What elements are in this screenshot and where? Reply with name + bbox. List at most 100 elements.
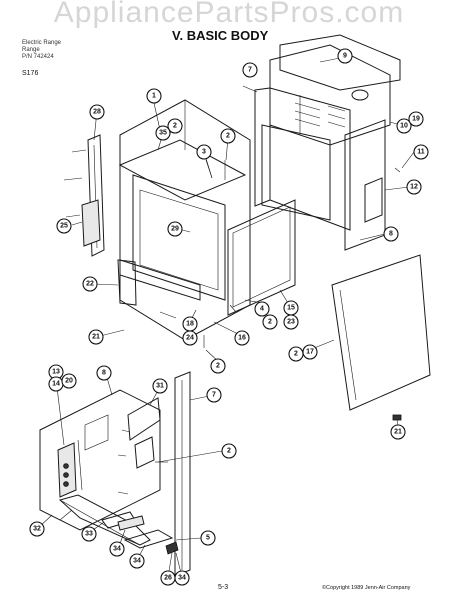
svg-text:32: 32 [33, 526, 41, 533]
hinge-parts [117, 515, 179, 555]
callout-24: 24 [182, 330, 198, 346]
callout-9: 9 [337, 48, 353, 64]
callout-2d: 2 [288, 346, 304, 362]
callout-35: 35 [155, 125, 171, 141]
callout-25: 25 [56, 218, 72, 234]
svg-text:7: 7 [212, 392, 216, 399]
svg-text:16: 16 [238, 335, 246, 342]
side-trim-vertical [174, 371, 191, 577]
callout-11: 11 [413, 144, 429, 160]
svg-text:2: 2 [268, 319, 272, 326]
copyright: ©Copyright 1989 Jenn-Air Company [322, 585, 411, 591]
svg-text:2: 2 [294, 351, 298, 358]
control-panel-back [39, 389, 161, 531]
svg-text:4: 4 [260, 306, 264, 313]
svg-text:17: 17 [306, 349, 314, 356]
svg-text:2: 2 [216, 363, 220, 370]
svg-text:21: 21 [92, 334, 100, 341]
svg-text:9: 9 [343, 53, 347, 60]
clip-fastener [392, 414, 402, 421]
callout-18: 18 [182, 316, 198, 332]
screws-lower [59, 429, 168, 521]
svg-text:26: 26 [164, 575, 172, 582]
svg-text:28: 28 [93, 109, 101, 116]
side-insulation-panel [331, 254, 431, 411]
header-line-1: Electric Range [22, 40, 62, 46]
callout-19: 19 [408, 111, 424, 127]
callout-34b: 34 [174, 570, 190, 586]
svg-text:35: 35 [159, 130, 167, 137]
callout-21a: 21 [88, 329, 104, 345]
callout-2a: 2 [167, 118, 183, 134]
callout-34a: 34 [129, 553, 145, 569]
callout-28: 28 [89, 104, 105, 120]
right-side-panel [344, 119, 386, 251]
svg-text:34: 34 [178, 575, 186, 582]
svg-text:5: 5 [206, 535, 210, 542]
svg-text:18: 18 [186, 321, 194, 328]
svg-text:21: 21 [394, 429, 402, 436]
svg-text:22: 22 [86, 281, 94, 288]
svg-text:10: 10 [400, 123, 408, 130]
side-panel [227, 199, 296, 316]
component-box [81, 199, 101, 247]
callout-17: 17 [302, 344, 318, 360]
bracket [127, 397, 161, 469]
svg-text:1: 1 [152, 93, 156, 100]
svg-text:14: 14 [52, 381, 60, 388]
callout-20: 20 [61, 373, 77, 389]
svg-text:11: 11 [417, 149, 425, 156]
callout-33: 34 [109, 541, 125, 557]
watermark: AppliancePartsPros.com [53, 0, 405, 29]
svg-text:20: 20 [65, 378, 73, 385]
callout-32: 33 [81, 526, 97, 542]
svg-text:19: 19 [412, 116, 420, 123]
callout-2f: 2 [221, 443, 237, 459]
svg-text:8: 8 [389, 231, 393, 238]
svg-text:24: 24 [186, 335, 194, 342]
svg-text:23: 23 [287, 319, 295, 326]
svg-text:15: 15 [287, 305, 295, 312]
back-panel [269, 34, 401, 146]
front-frame [118, 99, 251, 341]
svg-text:8: 8 [102, 370, 106, 377]
base-rail [117, 259, 201, 306]
callout-4: 4 [254, 301, 270, 317]
callout-7a: 7 [242, 62, 258, 78]
svg-text:25: 25 [60, 223, 68, 230]
svg-text:12: 12 [410, 184, 418, 191]
callout-13: 14 [48, 376, 64, 392]
callout-7b: 7 [206, 387, 222, 403]
svg-text:33: 33 [85, 531, 93, 538]
callout-2b: 2 [220, 128, 236, 144]
svg-text:7: 7 [248, 67, 252, 74]
header-line-2: Range [22, 47, 40, 53]
callout-8a: 8 [383, 226, 399, 242]
callout-5: 5 [200, 530, 216, 546]
svg-text:13: 13 [52, 369, 60, 376]
svg-text:3: 3 [202, 149, 206, 156]
callout-30: 31 [152, 378, 168, 394]
callout-3: 3 [196, 144, 212, 160]
callout-15: 15 [283, 300, 299, 316]
callout-22: 22 [82, 276, 98, 292]
oven-back-shell [254, 87, 351, 231]
callout-29: 29 [167, 221, 183, 237]
svg-text:2: 2 [227, 448, 231, 455]
svg-text:31: 31 [156, 383, 164, 390]
callout-31: 32 [29, 521, 45, 537]
callout-2c: 2 [262, 314, 278, 330]
callout-26: 26 [160, 570, 176, 586]
svg-text:34: 34 [133, 558, 141, 565]
svg-text:34: 34 [113, 546, 121, 553]
svg-text:2: 2 [173, 123, 177, 130]
callout-23: 23 [283, 314, 299, 330]
callout-2e: 2 [210, 358, 226, 374]
callout-21b: 21 [390, 424, 406, 440]
svg-text:29: 29 [171, 226, 179, 233]
model-label: S176 [22, 70, 39, 77]
callout-16: 16 [234, 330, 250, 346]
page-title: V. BASIC BODY [172, 28, 269, 43]
svg-text:2: 2 [226, 133, 230, 140]
